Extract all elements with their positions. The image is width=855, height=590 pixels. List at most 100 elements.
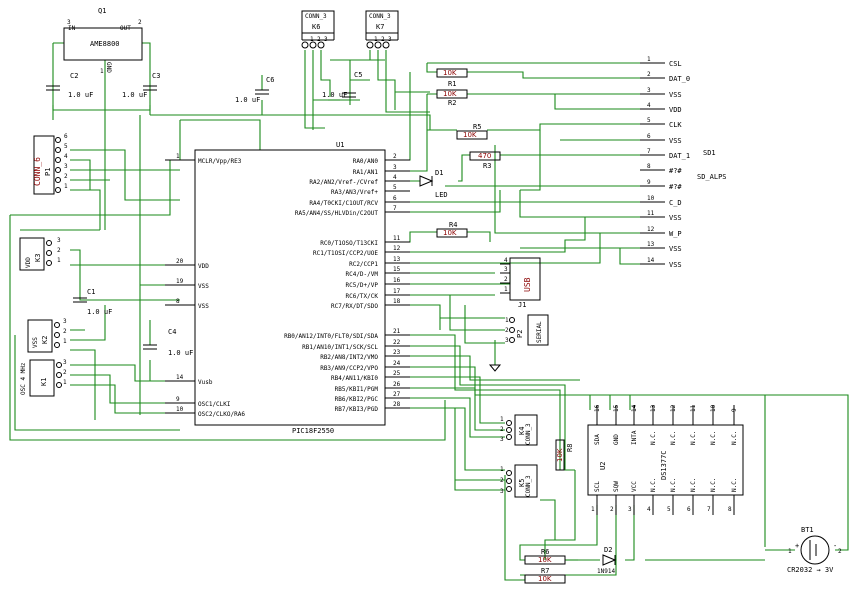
k3-name: VDD xyxy=(25,257,32,268)
c4-value: 1.0 uF xyxy=(168,349,193,357)
k2-name: VSS xyxy=(32,337,39,348)
u1-pin-label: RB5/KBI1/PGM xyxy=(335,386,379,393)
u1-pin-num: 18 xyxy=(393,298,401,305)
p2-pin1: 1 xyxy=(505,317,509,324)
c6-value: 1.0 uF xyxy=(235,96,260,104)
p1-pin4: 4 xyxy=(64,153,68,160)
u1-pin-num: 9 xyxy=(176,396,180,403)
capacitor-c6: C6 1.0 uF xyxy=(235,76,274,104)
u1-pin-num: 2 xyxy=(393,153,397,160)
u1-pin-num: 6 xyxy=(393,195,397,202)
sd1-pin-group: 1CSL2DAT_03VSS4VDD5CLK6VSS7DAT_18#?#9#?#… xyxy=(640,56,690,269)
u2-pin-num: 1 xyxy=(591,506,595,513)
k4-pin3: 3 xyxy=(500,436,504,443)
r6-value: 10K xyxy=(538,556,552,564)
bt1-pin1: 1 xyxy=(788,548,792,555)
connector-k3: VDD K3 3 2 1 xyxy=(19,237,61,271)
sd1-pin-label: VSS xyxy=(669,245,682,253)
u1-pin-label: RA3/AN3/Vref+ xyxy=(331,189,378,196)
c3-ref: C3 xyxy=(152,72,160,80)
k1-pin3: 3 xyxy=(63,359,67,366)
diode-d2: D2 1N914 xyxy=(597,546,617,575)
u1-pin-label: RA1/AN1 xyxy=(353,169,379,176)
u2-pin-num: 11 xyxy=(690,404,697,412)
r1-ref: R1 xyxy=(448,80,456,88)
connector-k2: VSS K2 3 2 1 xyxy=(27,318,67,353)
q1-pin-out-label: OUT xyxy=(120,25,131,32)
u1-pin-label: RC2/CCP1 xyxy=(349,261,378,268)
usb-connector-j1: USB J1 4 3 2 1 xyxy=(500,257,541,309)
u2-pin-label: N.C. xyxy=(710,478,717,492)
q1-name: AME8800 xyxy=(90,40,120,48)
c1-ref: C1 xyxy=(87,288,95,296)
u2-pin-label: VCC xyxy=(631,481,638,492)
u1-mcu: U1 PIC18F2550 1MCLR/Vpp/RE320VDD19VSS8VS… xyxy=(165,141,410,435)
u2-pin-label: N.C. xyxy=(731,478,738,492)
u1-pin-num: 28 xyxy=(393,401,401,408)
bt1-plus: + xyxy=(795,542,799,550)
u1-pin-num: 7 xyxy=(393,205,397,212)
u2-pin-label: INTA xyxy=(631,430,638,445)
k6-pin2: 2 xyxy=(317,36,321,43)
sd1-pin-num: 11 xyxy=(647,210,655,217)
sd1-name: SD_ALPS xyxy=(697,173,727,181)
q1-pin-in-label: IN xyxy=(68,25,76,32)
p2-ref: P2 xyxy=(516,330,524,338)
c4-ref: C4 xyxy=(168,328,176,336)
u2-pin-label: N.C. xyxy=(670,431,677,445)
k6-name: CONN_3 xyxy=(305,13,327,20)
sd1-pin-label: W_P xyxy=(669,230,682,238)
p1-name: CONN_6 xyxy=(33,157,42,186)
u1-pin-label: VDD xyxy=(198,263,209,270)
capacitor-c2: C2 1.0 uF xyxy=(46,72,93,99)
u1-pin-num: 14 xyxy=(176,374,184,381)
u2-pin-label: N.C. xyxy=(731,431,738,445)
d2-ref: D2 xyxy=(604,546,612,554)
k1-ref: K1 xyxy=(40,378,48,386)
sd1-pin-num: 3 xyxy=(647,87,651,94)
connector-k5: CONN_3 K5 1 2 3 xyxy=(500,464,538,498)
u2-pin-num: 5 xyxy=(667,506,671,513)
u1-pin-label: RC6/TX/CK xyxy=(345,293,378,300)
u1-pin-num: 26 xyxy=(393,381,401,388)
u1-pin-num: 20 xyxy=(176,258,184,265)
u1-pin-num: 19 xyxy=(176,278,184,285)
r1-value: 10K xyxy=(443,69,457,77)
d2-name: 1N914 xyxy=(597,568,615,575)
p1-pin3: 3 xyxy=(64,163,68,170)
resistor-r5: R5 10K xyxy=(456,123,488,140)
ground-symbol xyxy=(488,364,502,372)
u1-pin-label: RA4/T0CKI/C1OUT/RCV xyxy=(309,200,378,207)
r7-ref: R7 xyxy=(541,567,549,575)
u2-rtc: U2 DS1377C 16SDA15GND14INTA13N.C.12N.C.1… xyxy=(587,404,744,515)
u1-pin-num: 15 xyxy=(393,266,401,273)
sd1-pin-label: VSS xyxy=(669,261,682,269)
k3-ref: K3 xyxy=(34,254,42,262)
r4-ref: R4 xyxy=(449,221,457,229)
p2-name: SERIAL xyxy=(536,321,543,343)
u1-pin-num: 3 xyxy=(393,164,397,171)
connector-k7: CONN_3 K7 1 2 3 xyxy=(365,10,399,49)
k3-pin2: 2 xyxy=(57,247,61,254)
k3-pin3: 3 xyxy=(57,237,61,244)
resistor-r2: 10K R2 xyxy=(436,89,468,107)
bt1-minus: - xyxy=(833,542,837,550)
resistor-r7: R7 10K xyxy=(524,567,566,584)
u2-pin-num: 15 xyxy=(613,404,620,412)
u2-pin-label: SQW xyxy=(613,481,620,492)
p2-pin3: 3 xyxy=(505,337,509,344)
sd1-pin-label: VSS xyxy=(669,214,682,222)
battery-bt1: BT1 CR2032 → 3V + - 1 2 xyxy=(787,526,842,574)
r5-ref: R5 xyxy=(473,123,481,131)
k6-pin3: 3 xyxy=(324,36,328,43)
resistor-r3: 470 R3 xyxy=(469,151,501,170)
sd1-pin-num: 8 xyxy=(647,163,651,170)
q1-pin1-num: 1 xyxy=(100,68,104,75)
connector-p1: CONN_6 P1 6 5 4 3 2 1 xyxy=(33,133,68,195)
k5-pin1: 1 xyxy=(500,466,504,473)
u1-pin-label: RB4/AN11/KBI0 xyxy=(331,375,378,382)
j1-pin2: 2 xyxy=(504,276,508,283)
sd1-pin-num: 5 xyxy=(647,117,651,124)
k6-pin1: 1 xyxy=(310,36,314,43)
u1-pin-label: RA2/AN2/Vref-/CVref xyxy=(309,179,378,186)
